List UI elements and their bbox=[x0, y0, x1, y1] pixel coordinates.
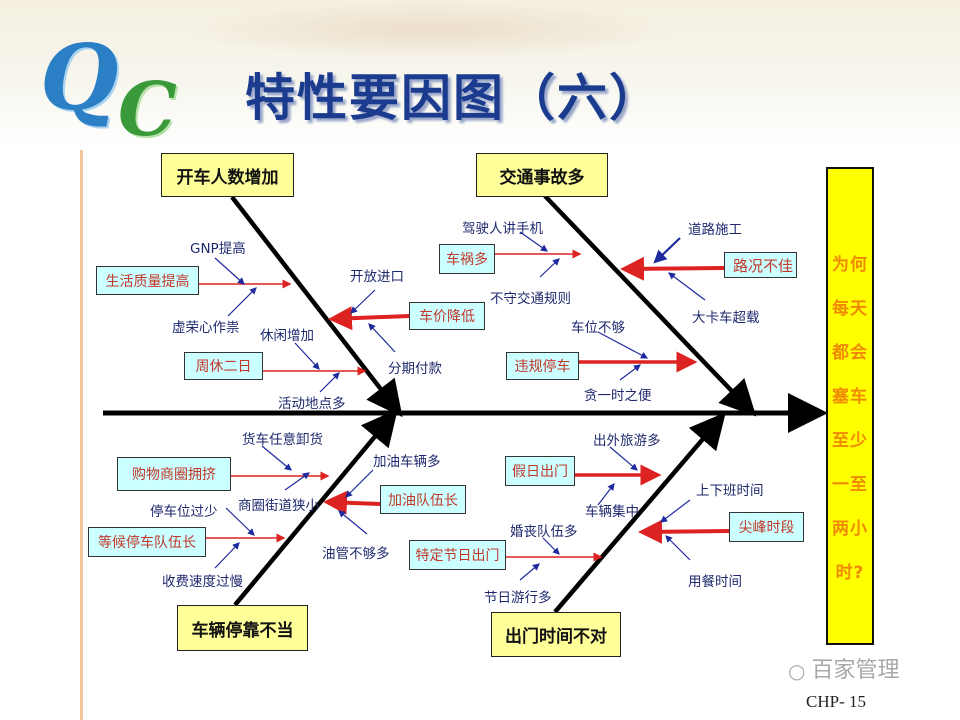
sub-arrow bbox=[597, 331, 649, 359]
sub-cause-label: 油管不够多 bbox=[322, 546, 390, 562]
bone-top-right bbox=[543, 194, 757, 417]
cause-box: 路况不佳 bbox=[724, 252, 797, 278]
cause-box: 等候停车队伍长 bbox=[88, 527, 206, 557]
sub-cause-label: 车辆集中 bbox=[585, 504, 639, 520]
sub-arrow bbox=[539, 258, 560, 278]
category-box: 开车人数增加 bbox=[161, 153, 294, 197]
cause-box: 生活质量提高 bbox=[96, 266, 199, 295]
sub-cause-label: 出外旅游多 bbox=[593, 433, 661, 449]
category-box: 车辆停靠不当 bbox=[177, 605, 308, 651]
cause-box: 周休二日 bbox=[184, 352, 263, 380]
sub-arrow bbox=[261, 445, 292, 471]
sub-arrow bbox=[665, 535, 691, 561]
bone-bottom-right bbox=[553, 412, 726, 614]
page-title: 特性要因图（六） bbox=[245, 69, 661, 127]
cause-box: 违规停车 bbox=[506, 352, 579, 380]
effect-box: 为何每天都会塞车至少一至两小时? bbox=[826, 167, 874, 645]
header-decoration bbox=[180, 0, 680, 60]
sub-cause-label: 上下班时间 bbox=[696, 483, 764, 499]
sub-cause-label: 休闲增加 bbox=[260, 328, 314, 344]
bone-top-left bbox=[230, 195, 403, 418]
sub-arrow bbox=[225, 507, 255, 536]
cause-box: 加油队伍长 bbox=[380, 485, 466, 514]
sub-cause-label: 分期付款 bbox=[388, 361, 442, 377]
sub-cause-label: 加油车辆多 bbox=[373, 454, 441, 470]
cause-arrow bbox=[620, 256, 725, 281]
sub-cause-label: 婚丧队伍多 bbox=[510, 524, 578, 540]
bone-bottom-left bbox=[233, 409, 398, 607]
sub-arrow bbox=[284, 472, 310, 491]
sub-arrow bbox=[597, 483, 615, 506]
sub-arrow bbox=[668, 272, 706, 301]
logo-letter-c: C bbox=[118, 67, 177, 153]
sub-arrow bbox=[619, 364, 641, 381]
sub-arrow bbox=[227, 287, 257, 317]
cause-box: 购物商圈拥挤 bbox=[117, 457, 231, 491]
effect-text: 为何每天都会塞车至少一至两小时? bbox=[832, 255, 868, 583]
left-edge-line bbox=[80, 150, 83, 720]
sub-cause-label: 商圈街道狭小 bbox=[238, 498, 319, 514]
sub-cause-label: 节日游行多 bbox=[484, 590, 552, 606]
slide-footer: CHP- 15 bbox=[806, 692, 866, 711]
sub-cause-label: 道路施工 bbox=[688, 222, 742, 238]
category-box: 交通事故多 bbox=[476, 153, 608, 197]
sub-arrow bbox=[660, 499, 691, 523]
wechat-icon: ○ bbox=[788, 659, 806, 683]
cause-box: 车价降低 bbox=[409, 302, 485, 330]
sub-arrow bbox=[338, 510, 368, 535]
cause-box: 假日出门 bbox=[505, 456, 575, 486]
sub-cause-label: 不守交通规则 bbox=[490, 291, 571, 307]
sub-arrow bbox=[368, 323, 396, 353]
sub-arrow bbox=[214, 257, 245, 285]
cause-box: 车祸多 bbox=[439, 244, 495, 274]
sub-cause-label: 大卡车超载 bbox=[692, 310, 760, 326]
sub-cause-label: 收费速度过慢 bbox=[162, 574, 243, 590]
sub-cause-label: 用餐时间 bbox=[688, 574, 742, 590]
sub-cause-label: 驾驶人讲手机 bbox=[462, 221, 543, 237]
cause-arrow bbox=[328, 306, 410, 331]
cause-arrow bbox=[323, 490, 381, 515]
sub-arrow bbox=[345, 469, 374, 498]
sub-arrow bbox=[519, 563, 540, 581]
sub-cause-label: 贪一时之便 bbox=[584, 388, 652, 404]
watermark: ○ 百家管理 bbox=[788, 656, 899, 686]
sub-cause-label: 停车位过少 bbox=[150, 504, 218, 520]
sub-arrow bbox=[350, 289, 376, 314]
sub-arrow bbox=[609, 446, 638, 471]
sub-arrow bbox=[653, 237, 681, 264]
sub-cause-label: 车位不够 bbox=[571, 320, 625, 336]
sub-cause-label: 货车任意卸货 bbox=[242, 432, 323, 448]
category-box: 出门时间不对 bbox=[491, 612, 621, 657]
sub-arrow bbox=[214, 542, 240, 569]
cause-box: 尖峰时段 bbox=[729, 512, 804, 542]
sub-arrow bbox=[319, 372, 340, 393]
watermark-text: 百家管理 bbox=[811, 658, 900, 683]
cause-arrow bbox=[638, 519, 730, 544]
sub-arrow bbox=[519, 231, 548, 252]
sub-arrow bbox=[542, 537, 560, 555]
sub-cause-label: 虚荣心作祟 bbox=[172, 320, 240, 336]
sub-cause-label: 开放进口 bbox=[350, 269, 404, 285]
logo-letter-q: Q bbox=[40, 25, 119, 131]
cause-box: 特定节日出门 bbox=[409, 540, 506, 570]
sub-arrow bbox=[294, 342, 320, 370]
sub-cause-label: GNP提高 bbox=[190, 241, 246, 257]
sub-cause-label: 活动地点多 bbox=[278, 396, 346, 412]
